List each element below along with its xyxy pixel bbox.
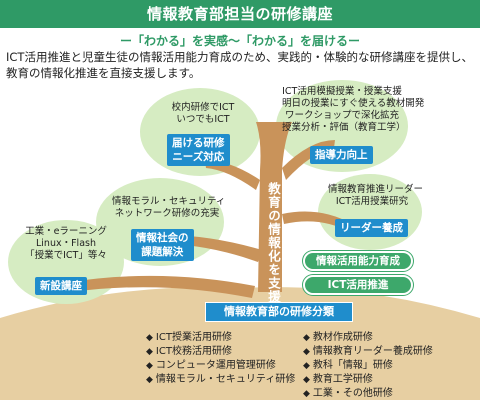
tag-social-issues: 情報社会の 課題解決: [131, 229, 194, 261]
branch-right: [282, 211, 352, 232]
branch-upper-left: [205, 160, 260, 190]
intro-text: ICT活用推進と児童生徒の情報活用能力育成のため、実践的・体験的な研修講座を提供…: [6, 50, 473, 80]
pill-ict-promotion: ICT活用推進: [303, 275, 413, 295]
guidance-desc: ICT活用模擬授業・授業支援 明日の授業にすぐ使える教材開発 ワークショップで深…: [282, 86, 425, 133]
list-item: 教材作成研修: [303, 331, 433, 345]
list-item: 教科「情報」研修: [303, 359, 433, 373]
tree-trunk: [256, 122, 292, 292]
categories-left-list: ICT授業活用研修 ICT校務活用研修 コンピュータ運用管理研修 情報モラル・セ…: [146, 331, 295, 387]
branch-far-left: [70, 275, 255, 298]
list-item: ICT校務活用研修: [146, 345, 295, 359]
list-item: 教育工学研修: [303, 373, 433, 387]
tag-deliver-training: 届ける研修 ニーズ対応: [167, 134, 230, 166]
list-item: ICT授業活用研修: [146, 331, 295, 345]
deliver-desc: 校内研修でICT いつでもICT: [171, 102, 235, 125]
leader-desc: 情報教育推進リーダー ICT活用授業研究: [328, 184, 424, 207]
page-title: 情報教育部担当の研修講座: [0, 0, 480, 28]
new-course-desc: 工業・eラーニング Linux・Flash 「授業でICT」等々: [25, 226, 107, 261]
trunk-label: 教育の情報化を支援: [266, 182, 281, 304]
list-item: コンピュータ運用管理研修: [146, 359, 295, 373]
tag-leader-training: リーダー養成: [335, 219, 408, 237]
categories-right-list: 教材作成研修 情報教育リーダー養成研修 教科「情報」研修 教育工学研修 工業・そ…: [303, 331, 433, 400]
list-item: 情報モラル・セキュリティ研修: [146, 373, 295, 387]
categories-header: 情報教育部の研修分類: [205, 302, 353, 322]
tag-new-courses: 新設講座: [35, 277, 87, 295]
pill-info-literacy: 情報活用能力育成: [303, 251, 413, 271]
subtitle: ー「わかる」を実感～「わかる」を届けるー: [119, 34, 360, 48]
social-desc: 情報モラル・セキュリティ ネットワーク研修の充実: [112, 196, 226, 219]
list-item: 情報教育リーダー養成研修: [303, 345, 433, 359]
tag-teaching-improvement: 指導力向上: [310, 146, 373, 164]
list-item: 工業・その他研修: [303, 387, 433, 400]
